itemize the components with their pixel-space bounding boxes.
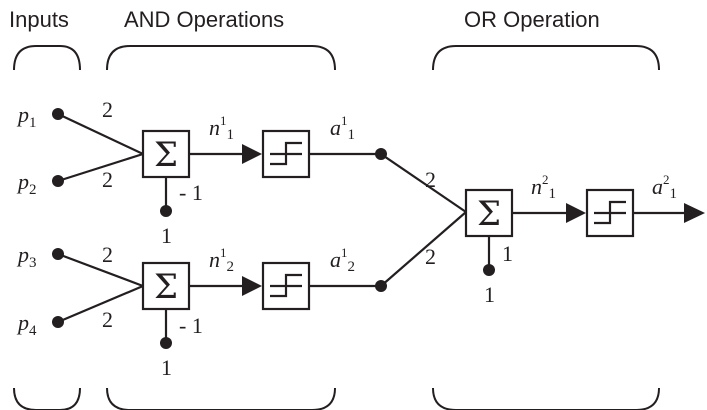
bias-input-and1: 1: [161, 223, 172, 248]
signal-label-a1-1: a11: [330, 113, 355, 143]
connection-p1-sum1: [57, 113, 144, 155]
bracket-top-or: [432, 45, 660, 71]
bias-node-or: [483, 264, 495, 276]
bias-value-and1: - 1: [179, 180, 203, 205]
step-function-icon: [270, 273, 302, 298]
arrow-n1-2: [242, 276, 262, 296]
step-function-icon: [594, 200, 626, 225]
bias-node-and1: [160, 205, 172, 217]
bias-input-and2: 1: [161, 355, 172, 380]
arrow-n2-1: [566, 203, 586, 223]
sum-symbol-and1: Σ: [154, 135, 178, 175]
bracket-top-and: [106, 45, 336, 71]
bracket-bottom-inputs: [13, 387, 81, 410]
weight-or-bottom: 2: [425, 244, 436, 269]
bias-input-or: 1: [484, 282, 495, 307]
signal-label-n2-1: n21: [531, 172, 556, 202]
connection-a1-1-or: [380, 153, 467, 213]
sum-symbol-and2: Σ: [154, 267, 178, 307]
connection-p4-sum2: [57, 284, 144, 324]
input-label-p2: p2: [16, 169, 37, 198]
sum-symbol-or: Σ: [477, 194, 501, 234]
output-arrow-icon: [684, 203, 705, 223]
bias-value-and2: - 1: [179, 313, 203, 338]
input-label-p4: p4: [16, 310, 37, 339]
header-and-operations: AND Operations: [124, 7, 284, 32]
connection-a1-2-or: [380, 211, 467, 287]
weight-p2: 2: [102, 167, 113, 192]
header-inputs: Inputs: [9, 7, 69, 32]
connection-p3-sum2: [57, 252, 144, 288]
weight-p3: 2: [102, 242, 113, 267]
arrow-n1-1: [242, 144, 262, 164]
weight-p1: 2: [102, 97, 113, 122]
connection-p2-sum1: [57, 152, 144, 183]
input-label-p1: p1: [16, 102, 37, 131]
signal-label-a1-2: a12: [330, 245, 355, 275]
bracket-top-inputs: [13, 45, 81, 71]
bias-value-or: 1: [502, 241, 513, 266]
weight-p4: 2: [102, 307, 113, 332]
step-function-icon: [270, 141, 302, 166]
weight-or-top: 2: [425, 167, 436, 192]
signal-label-n1-2: n12: [209, 245, 234, 275]
signal-label-a2-1: a21: [652, 172, 677, 202]
input-label-p3: p3: [16, 242, 37, 271]
bias-node-and2: [160, 337, 172, 349]
header-or-operation: OR Operation: [464, 7, 600, 32]
bracket-bottom-and: [106, 387, 336, 410]
bracket-bottom-or: [432, 387, 660, 410]
signal-label-n1-1: n11: [209, 113, 234, 143]
